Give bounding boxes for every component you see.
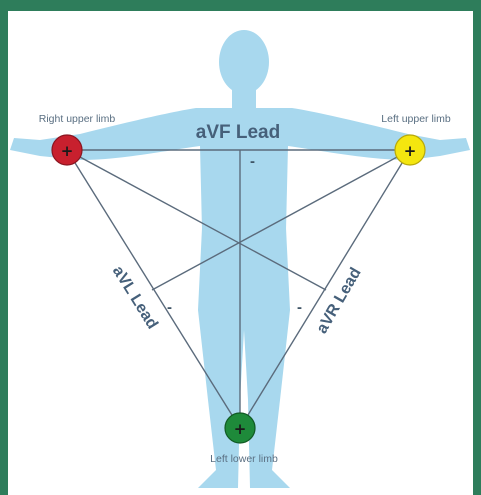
left-upper-limb-label: Left upper limb bbox=[381, 113, 451, 125]
body-head bbox=[219, 30, 269, 94]
avr-negative-sign: - bbox=[297, 299, 302, 316]
right-upper-limb-label: Right upper limb bbox=[39, 113, 116, 125]
right-upper-plus-sign: + bbox=[61, 142, 74, 160]
left-upper-plus-sign: + bbox=[404, 142, 417, 160]
avl-lead-label: aVL Lead bbox=[109, 263, 161, 332]
avf-negative-sign: - bbox=[250, 153, 255, 170]
left-upper-electrode: + bbox=[395, 135, 425, 165]
avf-lead-label: aVF Lead bbox=[196, 122, 280, 143]
left-lower-plus-sign: + bbox=[234, 420, 247, 438]
avl-negative-sign: - bbox=[167, 299, 172, 316]
avr-lead-label: aVR Lead bbox=[314, 265, 365, 337]
right-upper-electrode: + bbox=[52, 135, 82, 165]
left-lower-electrode: + bbox=[225, 413, 255, 443]
body-neck bbox=[232, 88, 256, 110]
body-legs bbox=[198, 228, 290, 488]
left-lower-limb-label: Left lower limb bbox=[210, 453, 278, 465]
